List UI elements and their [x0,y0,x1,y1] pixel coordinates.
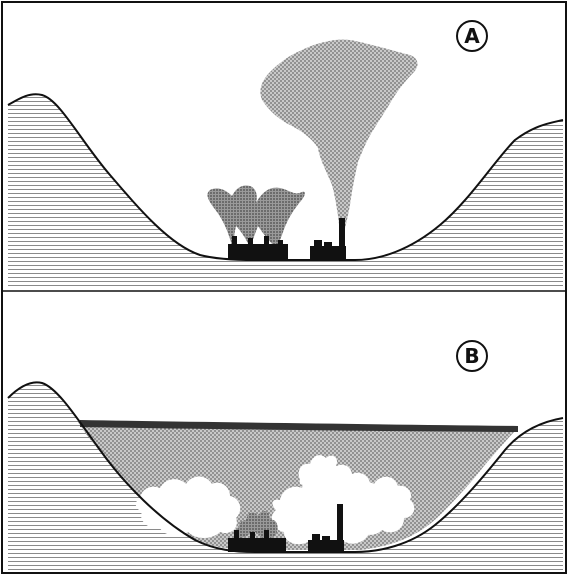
panel-a-low-plumes [207,185,304,248]
panel-b-label: B [457,341,487,371]
panel-a-label: A [457,21,487,51]
panel-a-factory-right [310,218,346,260]
panel-a-label-text: A [464,24,480,48]
panel-a: A [8,21,563,288]
panel-b: B [8,341,563,570]
panel-b-label-text: B [464,344,479,368]
